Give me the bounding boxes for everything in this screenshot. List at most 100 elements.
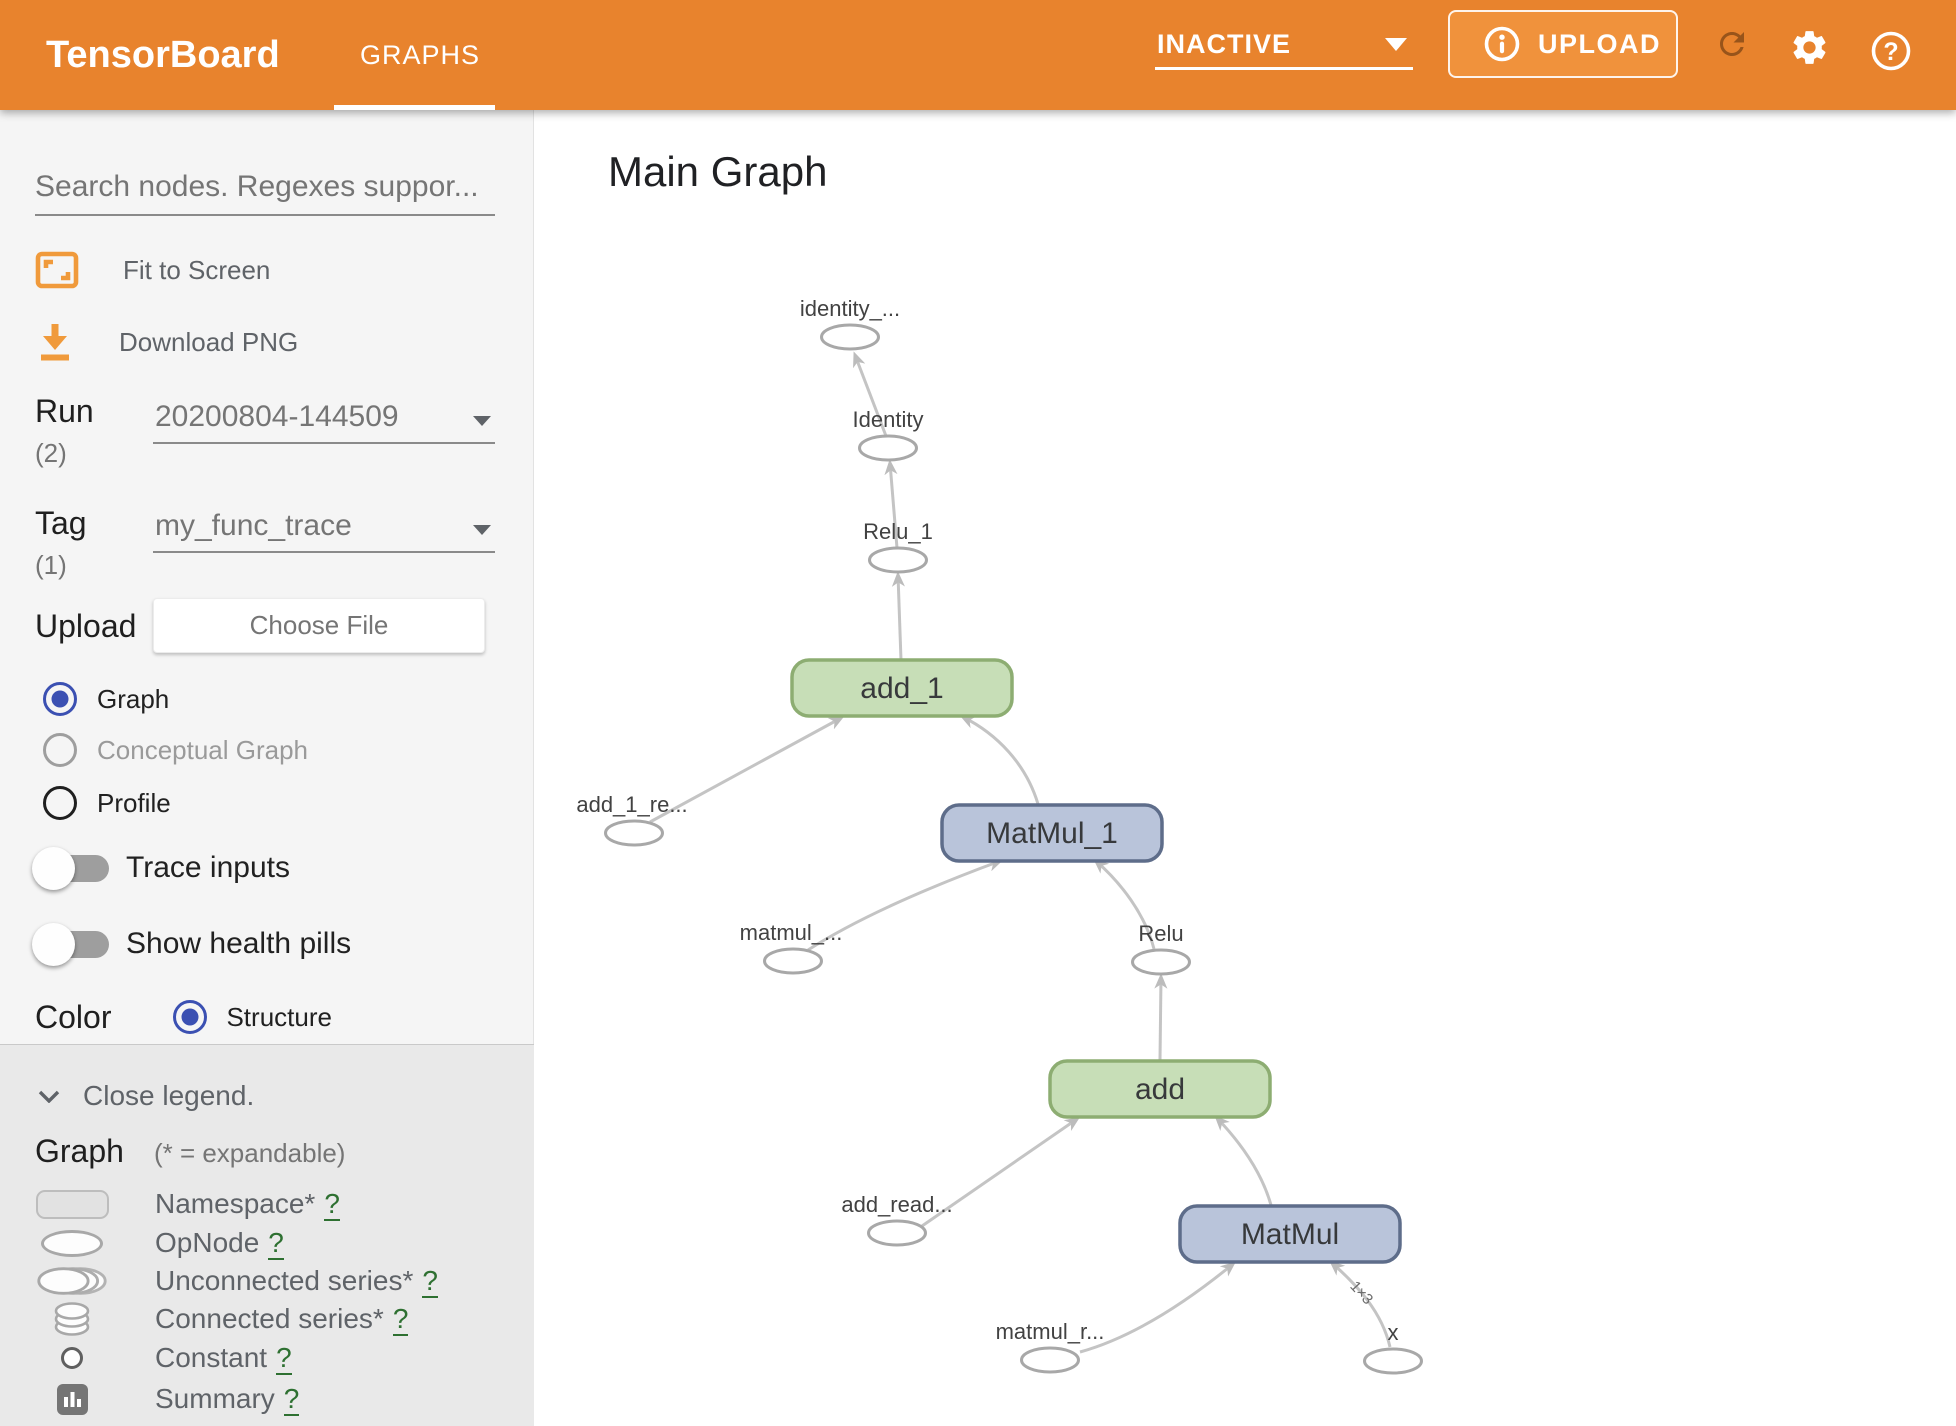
graph-node-relu[interactable]: [1131, 948, 1191, 976]
graph-node-relu-1[interactable]: [868, 546, 928, 574]
graph-node-matmul-read[interactable]: [763, 947, 823, 975]
run-label: Run: [35, 393, 94, 429]
legend-item-constant: Constant?: [0, 1338, 534, 1378]
graph-node-label: MatMul: [1241, 1218, 1339, 1251]
chevron-down-icon: [1385, 38, 1407, 51]
legend-item-label: Namespace*: [155, 1188, 316, 1219]
legend-item-opnode: OpNode?: [0, 1223, 534, 1263]
graph-edge: [884, 459, 899, 549]
radio-selected-icon: [43, 682, 77, 716]
graph-edge: [853, 351, 888, 437]
page-title: Main Graph: [608, 148, 828, 195]
trace-inputs-toggle[interactable]: Trace inputs: [32, 846, 290, 890]
legend-item-unconnected-series: Unconnected series*?: [0, 1261, 534, 1301]
graph-edge: [1214, 1115, 1273, 1206]
choose-file-button[interactable]: Choose File: [153, 598, 485, 653]
legend-panel: Close legend. Graph (* = expandable) Nam…: [0, 1044, 534, 1426]
graph-node-add-read[interactable]: [867, 1219, 927, 1247]
tag-select[interactable]: my_func_trace: [153, 505, 495, 553]
run-select[interactable]: 20200804-144509: [153, 396, 495, 444]
show-health-pills-label: Show health pills: [126, 927, 352, 960]
graph-node-label: matmul_...: [740, 920, 843, 945]
refresh-icon[interactable]: [1714, 26, 1750, 62]
graph-canvas[interactable]: Main Graph 1×3: [534, 110, 1956, 1426]
legend-heading: Graph (* = expandable): [35, 1133, 345, 1173]
graph-node-label: Relu: [1138, 921, 1183, 946]
namespace-icon: [35, 1184, 109, 1224]
graph-node-add[interactable]: [1048, 1059, 1272, 1119]
graph-node-matmul-r-read[interactable]: [1020, 1346, 1080, 1374]
fit-to-screen-button[interactable]: Fit to Screen: [35, 246, 270, 294]
search-input[interactable]: [35, 160, 495, 216]
legend-item-label: OpNode: [155, 1227, 260, 1258]
graph-node-matmul-1[interactable]: [940, 803, 1164, 863]
graph-node-matmul[interactable]: [1178, 1204, 1402, 1264]
tab-graphs[interactable]: GRAPHS: [360, 39, 481, 70]
legend-item-connected-series: Connected series*?: [0, 1299, 534, 1339]
view-option-graph[interactable]: Graph: [43, 679, 169, 719]
help-icon[interactable]: ?: [1870, 30, 1912, 72]
tab-active-underline: [334, 105, 495, 110]
download-icon: [41, 324, 69, 361]
settings-gear-icon[interactable]: [1789, 27, 1830, 68]
graph-edge: [807, 858, 1004, 952]
trace-inputs-label: Trace inputs: [126, 851, 290, 884]
app-logo: TensorBoard: [46, 33, 280, 76]
graph-edge: [1093, 858, 1156, 950]
view-option-label: Graph: [97, 683, 170, 714]
graph-edge: [921, 1116, 1081, 1228]
graph-edge: [1079, 1261, 1237, 1354]
graph-node-identity-output[interactable]: [820, 323, 880, 351]
help-link[interactable]: ?: [392, 1303, 409, 1336]
upload-button[interactable]: UPLOAD: [1448, 10, 1678, 78]
main-graph-svg: 1×3 identity_... Identity Relu_1 add_1_r…: [576, 296, 1423, 1375]
fit-to-screen-label: Fit to Screen: [123, 254, 271, 285]
graph-node-add-1-read[interactable]: [604, 819, 664, 847]
graph-edge: [959, 715, 1040, 805]
legend-item-label: Summary: [155, 1383, 275, 1414]
opnode-icon: [35, 1223, 109, 1263]
graph-node-label: MatMul_1: [986, 817, 1118, 850]
constant-icon: [35, 1338, 109, 1378]
close-legend-label: Close legend.: [83, 1080, 255, 1111]
graph-node-add-1[interactable]: [790, 658, 1014, 718]
legend-title: Graph: [35, 1133, 124, 1169]
color-structure-label: Structure: [226, 1001, 332, 1032]
legend-item-label: Constant: [155, 1342, 268, 1373]
radio-unselected-icon: [43, 733, 77, 767]
status-dropdown[interactable]: INACTIVE: [1155, 22, 1413, 70]
graph-op-nodes: identity_... Identity Relu_1 add_1_re...…: [576, 296, 1423, 1375]
status-dropdown-value: INACTIVE: [1157, 29, 1292, 59]
upload-label: Upload: [35, 608, 137, 644]
download-png-button[interactable]: Download PNG: [35, 318, 298, 366]
view-option-label: Profile: [97, 787, 171, 818]
help-link[interactable]: ?: [324, 1188, 340, 1221]
graph-node-label: add_1_re...: [576, 792, 687, 817]
sidebar: Fit to Screen Download PNG Run (2) 20200…: [0, 110, 534, 1426]
graph-edge: [1154, 973, 1168, 1061]
show-health-pills-toggle[interactable]: Show health pills: [32, 922, 352, 966]
view-option-profile[interactable]: Profile: [43, 783, 171, 823]
app-header: TensorBoard GRAPHS INACTIVE UPLOAD ?: [0, 0, 1956, 110]
color-structure-radio[interactable]: [173, 1000, 208, 1034]
graph-node-label: add: [1135, 1073, 1185, 1106]
help-link[interactable]: ?: [283, 1383, 300, 1416]
graph-node-label: identity_...: [800, 296, 900, 321]
graph-node-identity[interactable]: [858, 434, 918, 462]
legend-item-label: Unconnected series*: [155, 1265, 414, 1296]
graph-node-x[interactable]: [1363, 1347, 1423, 1375]
graph-edge: [891, 571, 905, 661]
info-icon: [1484, 26, 1520, 62]
legend-note: (* = expandable): [153, 1138, 346, 1168]
help-link[interactable]: ?: [268, 1227, 284, 1260]
close-legend-button[interactable]: Close legend.: [38, 1076, 254, 1116]
legend-item-namespace: Namespace*?: [0, 1184, 534, 1224]
chevron-down-icon: [38, 1090, 60, 1103]
help-link[interactable]: ?: [422, 1265, 438, 1298]
tag-select-value: my_func_trace: [155, 509, 352, 542]
run-count: (2): [35, 438, 67, 468]
radio-unselected-icon: [43, 786, 77, 820]
help-link[interactable]: ?: [276, 1342, 292, 1375]
view-option-conceptual-graph[interactable]: Conceptual Graph: [43, 730, 308, 770]
